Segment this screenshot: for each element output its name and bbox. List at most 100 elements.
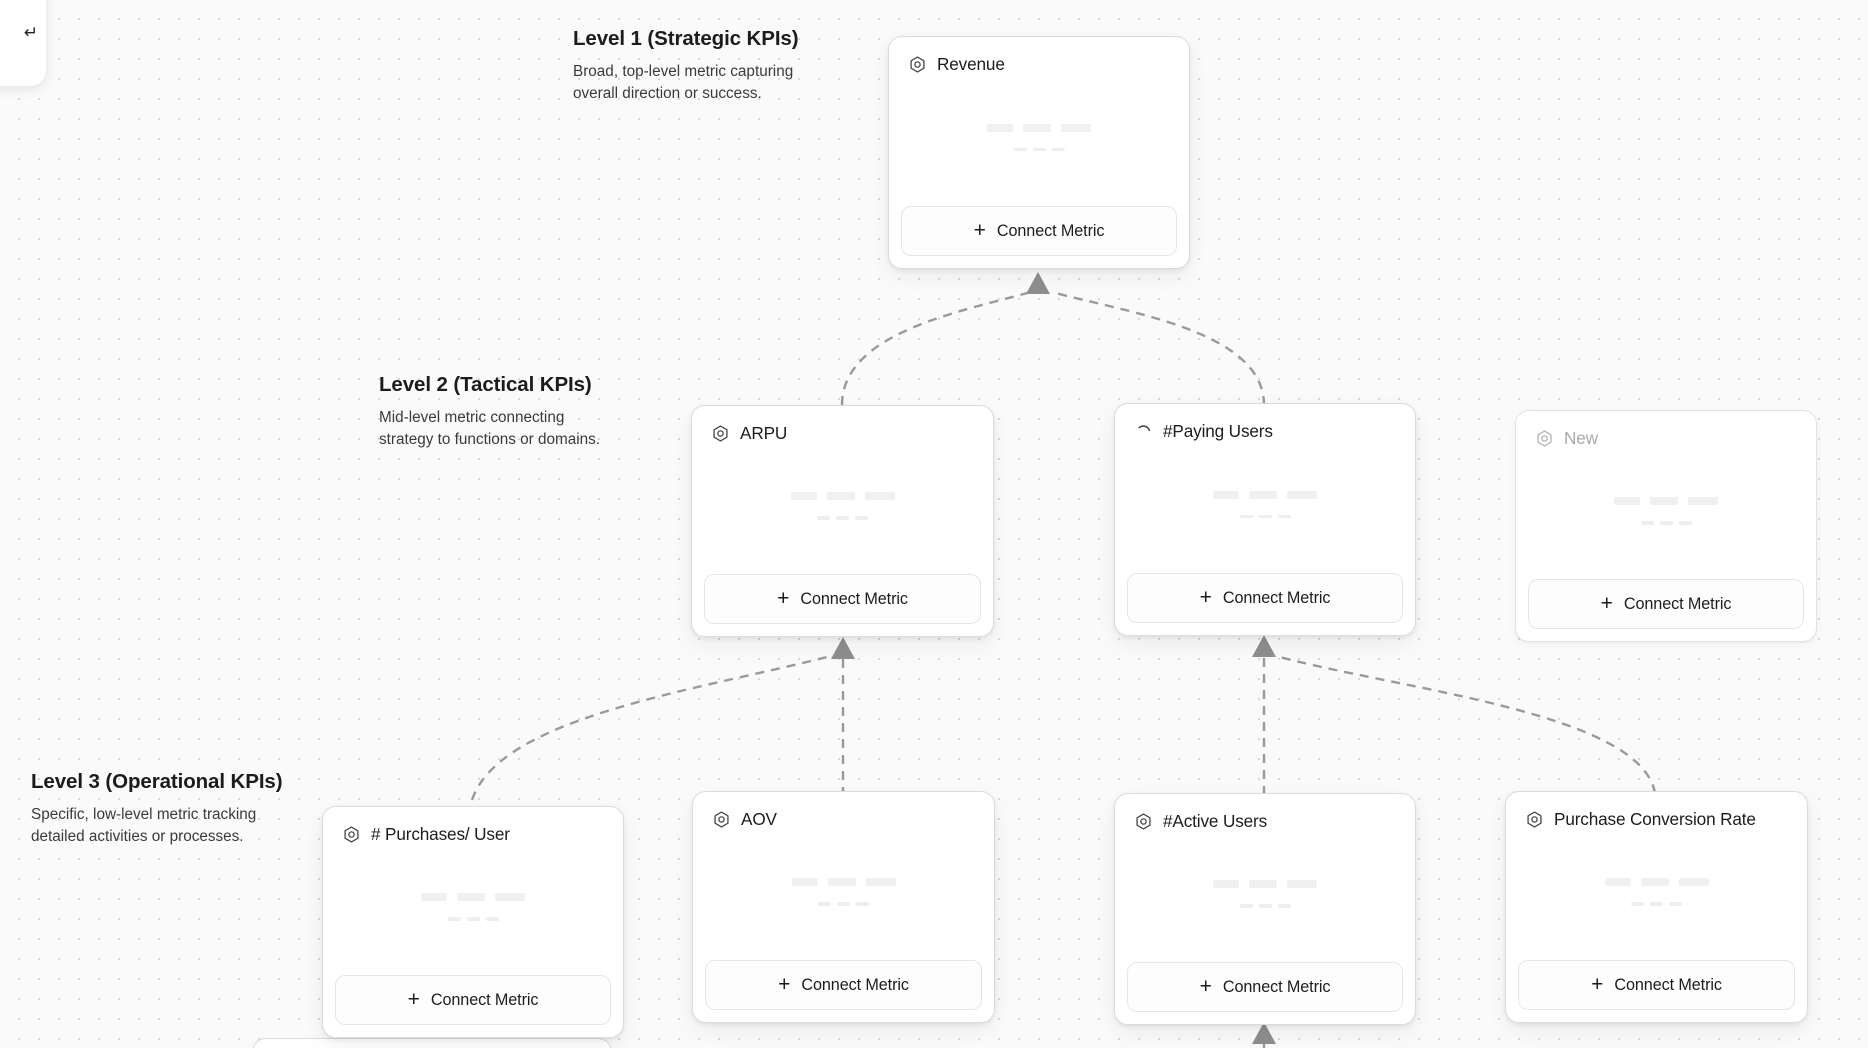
card-header: Revenue xyxy=(889,37,1189,75)
connect-metric-button[interactable]: + Connect Metric xyxy=(705,960,982,1010)
skeleton-bar xyxy=(791,878,818,887)
plus-icon: + xyxy=(1199,585,1212,609)
card-title: # Purchases/ User xyxy=(371,824,510,844)
skeleton-bar xyxy=(1287,490,1317,499)
skeleton-bar xyxy=(1678,878,1709,887)
card-header: # Purchases/ User xyxy=(323,807,623,845)
skeleton-bar xyxy=(1051,147,1065,152)
plus-icon: + xyxy=(1591,972,1604,996)
card-header: #Active Users xyxy=(1115,794,1415,832)
skeleton-row-secondary xyxy=(1013,147,1065,152)
skeleton-row-secondary xyxy=(1239,514,1291,519)
metric-card-aov[interactable]: AOV + Connect Metric xyxy=(692,791,995,1023)
skeleton-bar xyxy=(1650,497,1678,506)
connect-metric-button[interactable]: + Connect Metric xyxy=(1127,573,1403,623)
connect-metric-label: Connect Metric xyxy=(430,990,539,1009)
connect-metric-button[interactable]: + Connect Metric xyxy=(901,206,1177,256)
skeleton-row-secondary xyxy=(447,917,499,921)
skeleton-row-secondary xyxy=(817,516,868,520)
metric-card-new[interactable]: New + Connect Metric xyxy=(1515,410,1817,642)
skeleton-row-secondary xyxy=(1239,904,1291,908)
skeleton-bar xyxy=(1640,521,1654,525)
edge-arrowhead xyxy=(1026,272,1050,294)
skeleton-row-primary xyxy=(790,492,895,501)
level-3-description: Specific, low-level metric tracking deta… xyxy=(31,806,257,845)
card-placeholder-body xyxy=(1115,832,1415,962)
skeleton-row-secondary xyxy=(818,902,869,906)
skeleton-bar xyxy=(1277,904,1291,908)
skeleton-row-primary xyxy=(421,893,525,902)
metric-card-paying-users[interactable]: #Paying Users + Connect Metric xyxy=(1114,403,1416,636)
skeleton-bar xyxy=(855,516,868,520)
plus-icon: + xyxy=(1199,974,1212,998)
skeleton-bar xyxy=(1213,490,1239,499)
level-2-legend: Level 2 (Tactical KPIs) Mid-level metric… xyxy=(379,373,619,450)
connect-metric-label: Connect Metric xyxy=(1222,977,1331,996)
skeleton-bar xyxy=(466,917,480,921)
hexagon-metric-icon xyxy=(344,826,359,843)
skeleton-row-primary xyxy=(1604,878,1709,887)
card-title: Revenue xyxy=(937,54,1005,74)
skeleton-bar xyxy=(1213,880,1239,889)
hexagon-metric-icon xyxy=(1136,813,1151,830)
hexagon-metric-icon xyxy=(910,56,925,73)
skeleton-bar xyxy=(1604,878,1631,887)
level-2-description: Mid-level metric connecting strategy to … xyxy=(379,409,601,448)
metric-card-partial-offscreen[interactable] xyxy=(252,1038,612,1048)
hexagon-metric-icon xyxy=(1527,811,1542,828)
skeleton-bar xyxy=(826,492,855,501)
card-placeholder-body xyxy=(693,830,994,960)
connect-metric-button[interactable]: + Connect Metric xyxy=(1127,962,1403,1012)
skeleton-bar xyxy=(987,123,1013,132)
metric-card-arpu[interactable]: ARPU + Connect Metric xyxy=(691,405,994,637)
metric-card-purchase-conversion-rate[interactable]: Purchase Conversion Rate + Connect Metri… xyxy=(1505,791,1808,1023)
skeleton-bar xyxy=(836,516,849,520)
connect-metric-button[interactable]: + Connect Metric xyxy=(704,574,981,624)
edge-arpu-to-revenue xyxy=(840,288,1039,406)
card-placeholder-body xyxy=(1516,449,1816,579)
skeleton-bar xyxy=(1013,147,1027,152)
metric-card-purchases-per-user[interactable]: # Purchases/ User + Connect Metric xyxy=(322,806,624,1038)
skeleton-bar xyxy=(1239,904,1253,908)
skeleton-bar xyxy=(817,516,830,520)
connect-metric-button[interactable]: + Connect Metric xyxy=(1518,960,1795,1010)
hexagon-metric-icon xyxy=(1537,430,1552,447)
edge-arrowhead xyxy=(1252,635,1276,657)
edge-arrowhead xyxy=(1252,1022,1276,1044)
edge-conversion-to-paying-users xyxy=(1271,653,1657,794)
card-placeholder-body xyxy=(323,845,623,975)
connect-metric-button[interactable]: + Connect Metric xyxy=(335,975,611,1025)
skeleton-row-primary xyxy=(1213,490,1317,499)
connect-metric-label: Connect Metric xyxy=(1614,975,1722,994)
connect-metric-button[interactable]: + Connect Metric xyxy=(1528,579,1804,629)
corner-floating-panel[interactable]: ↵ xyxy=(0,0,46,86)
skeleton-bar xyxy=(856,902,869,906)
skeleton-bar xyxy=(485,917,499,921)
connect-metric-label: Connect Metric xyxy=(996,221,1105,240)
edge-arrowhead xyxy=(831,637,855,659)
skeleton-bar xyxy=(790,492,817,501)
card-header: Purchase Conversion Rate xyxy=(1506,792,1807,830)
skeleton-row-primary xyxy=(1614,497,1718,506)
metric-card-active-users[interactable]: #Active Users + Connect Metric xyxy=(1114,793,1416,1025)
metric-card-revenue[interactable]: Revenue + Connect Metric xyxy=(888,36,1190,269)
level-1-description: Broad, top-level metric capturing overal… xyxy=(573,63,794,102)
card-placeholder-body xyxy=(1115,442,1415,573)
card-title: #Paying Users xyxy=(1163,421,1273,441)
card-header: New xyxy=(1516,411,1816,449)
card-placeholder-body xyxy=(1506,830,1807,960)
connect-metric-label: Connect Metric xyxy=(1222,588,1331,607)
skeleton-bar xyxy=(1640,878,1669,887)
hexagon-metric-icon xyxy=(713,425,728,442)
plus-icon: + xyxy=(1600,591,1613,615)
skeleton-bar xyxy=(1061,123,1091,132)
skeleton-bar xyxy=(827,878,856,887)
skeleton-bar xyxy=(1650,902,1663,906)
level-3-legend: Level 3 (Operational KPIs) Specific, low… xyxy=(31,770,283,847)
plus-icon: + xyxy=(777,586,790,610)
skeleton-row-primary xyxy=(791,878,896,887)
skeleton-bar xyxy=(864,492,895,501)
skeleton-bar xyxy=(865,878,896,887)
level-3-title: Level 3 (Operational KPIs) xyxy=(31,770,283,793)
